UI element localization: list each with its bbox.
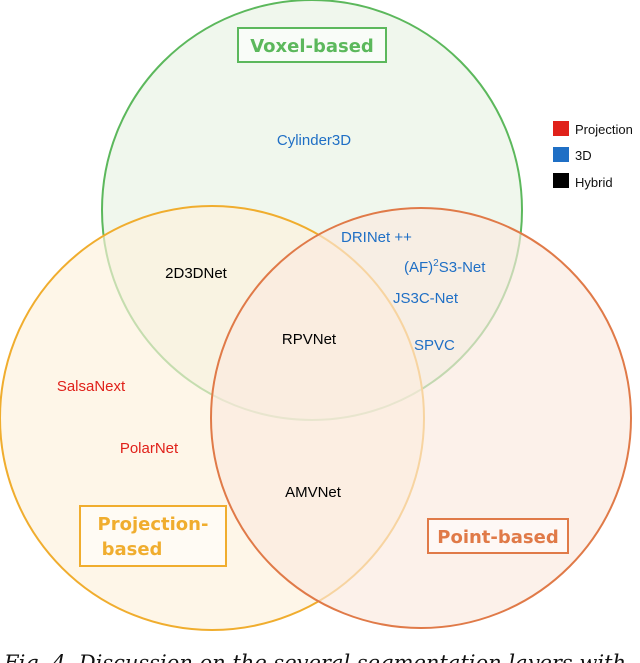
legend: Projection 3D Hybrid [553, 121, 633, 190]
method-2d3dnet: 2D3DNet [165, 265, 228, 282]
legend-label-hybrid: Hybrid [575, 175, 613, 190]
method-polarnet: PolarNet [120, 440, 179, 457]
voxel-label: Voxel-based [250, 36, 374, 57]
method-drinet: DRINet ++ [341, 229, 412, 246]
legend-swatch-projection [553, 121, 569, 136]
method-af2s3net-suffix: S3-Net [439, 259, 487, 276]
projection-label-line1: Projection- [98, 514, 209, 535]
method-af2s3net-prefix: (AF) [404, 259, 433, 276]
figure-caption: Fig. 4. Discussion on the several segmen… [3, 651, 626, 663]
legend-label-projection: Projection [575, 122, 633, 137]
projection-label-line2: based [102, 539, 163, 560]
legend-swatch-3d [553, 147, 569, 162]
legend-swatch-hybrid [553, 173, 569, 188]
method-spvc: SPVC [414, 337, 455, 354]
legend-label-3d: 3D [575, 148, 592, 163]
projection-label-box: Projection- based [79, 505, 227, 567]
method-salsanext: SalsaNext [57, 378, 126, 395]
method-af2s3net: (AF)2S3-Net [404, 258, 486, 276]
voxel-label-box: Voxel-based [237, 27, 387, 63]
method-amvnet: AMVNet [285, 484, 342, 501]
method-af2s3net-sup: 2 [433, 258, 439, 269]
method-cylinder3d: Cylinder3D [277, 132, 351, 149]
method-rpvnet: RPVNet [282, 331, 337, 348]
point-label-box: Point-based [427, 518, 569, 554]
point-label: Point-based [437, 527, 558, 548]
method-js3c: JS3C-Net [393, 290, 459, 307]
